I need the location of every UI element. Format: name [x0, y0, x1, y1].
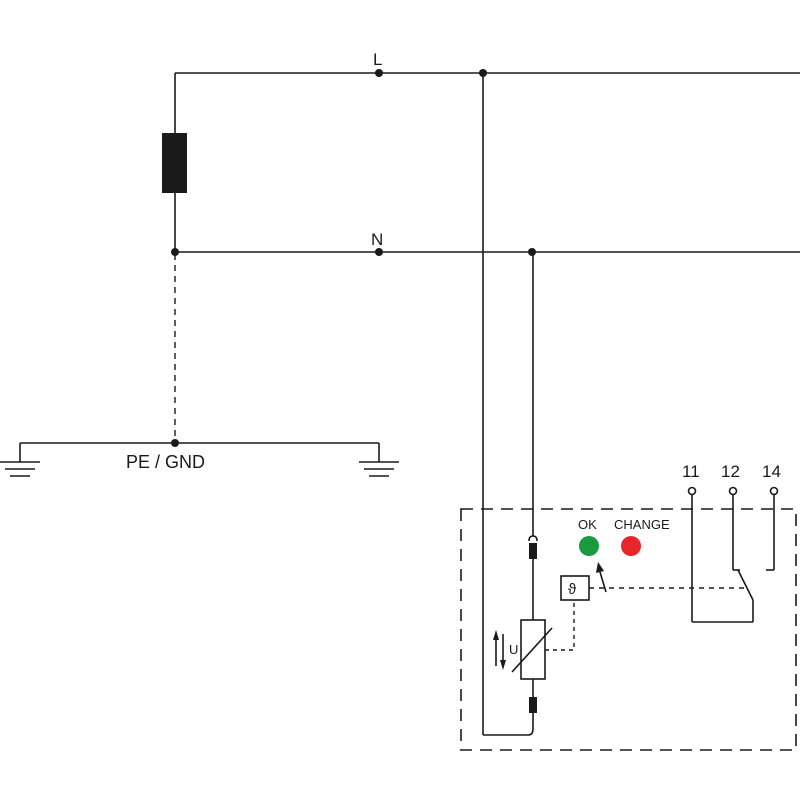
neutral-label: N: [371, 230, 383, 249]
change-label: CHANGE: [614, 517, 670, 532]
neutral-conductor: N: [175, 230, 800, 256]
ground-bus: PE / GND: [0, 439, 399, 477]
voltage-label: U: [509, 642, 518, 657]
terminal-12-label: 12: [721, 462, 740, 481]
ground-junction-dot: [171, 439, 179, 447]
terminal-14: [769, 486, 779, 496]
line-terminal-dot: [375, 69, 383, 77]
terminal-12: [728, 486, 738, 496]
terminal-11: [687, 486, 697, 496]
neutral-terminal-dot: [375, 248, 383, 256]
varistor-branch: U: [493, 535, 553, 729]
neutral-junction-dot: [528, 248, 536, 256]
thermal-symbol: ϑ: [568, 581, 577, 598]
change-led: [621, 536, 641, 556]
left-branch: [162, 73, 187, 440]
fuse-top: [529, 543, 537, 559]
protection-module-housing: [460, 508, 797, 751]
fuse-bottom: [529, 697, 537, 713]
line-conductor: L: [175, 50, 800, 77]
earth-ground-icon: [359, 443, 399, 477]
terminal-11-label: 11: [682, 462, 700, 481]
thermal-monitor: ϑ: [545, 562, 748, 651]
impedance-element: [162, 133, 187, 193]
terminal-14-label: 14: [762, 462, 781, 481]
ok-label: OK: [578, 517, 597, 532]
protection-feed-wires: [482, 73, 534, 736]
voltage-arrows-icon: [493, 630, 506, 670]
ok-led: [579, 536, 599, 556]
ground-label: PE / GND: [126, 452, 205, 472]
line-label: L: [373, 50, 382, 69]
earth-ground-icon: [0, 443, 40, 477]
remote-contact: 11 12 14: [682, 462, 781, 623]
status-indicators: OK CHANGE: [578, 517, 670, 556]
